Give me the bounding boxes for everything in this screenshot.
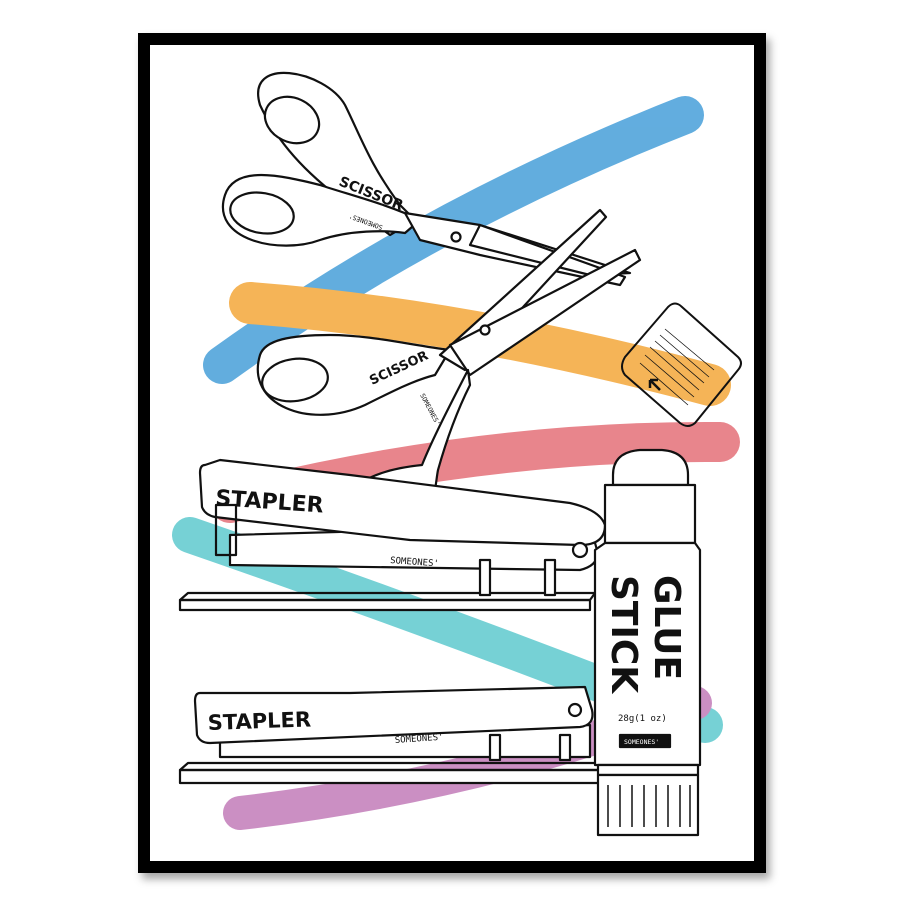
glue-stick-brand: SOMEONES' (624, 738, 659, 746)
stapler-bottom-label: STAPLER (207, 707, 311, 735)
stapler-top-brand: SOMEONES' (390, 556, 439, 569)
stapler-top (178, 458, 607, 612)
stapler-bottom (178, 685, 602, 785)
picture-frame: SCISSOR SOMEONES' SCISSOR SOMEONES' (138, 33, 766, 873)
comb-tag (621, 302, 742, 427)
glue-stick (593, 448, 702, 837)
glue-stick-weight: 28g(1 oz) (618, 714, 667, 724)
scissor-top (221, 71, 632, 287)
stapler-bottom-brand: SOMEONES' (395, 733, 444, 746)
glue-stick-line2: STICK (603, 575, 644, 694)
scissor-bottom-brand: SOMEONES' (418, 392, 442, 427)
glue-stick-line1: GLUE (646, 575, 687, 680)
poster-artwork: SCISSOR SOMEONES' SCISSOR SOMEONES' (172, 71, 742, 837)
poster-mat: SCISSOR SOMEONES' SCISSOR SOMEONES' (150, 45, 754, 861)
